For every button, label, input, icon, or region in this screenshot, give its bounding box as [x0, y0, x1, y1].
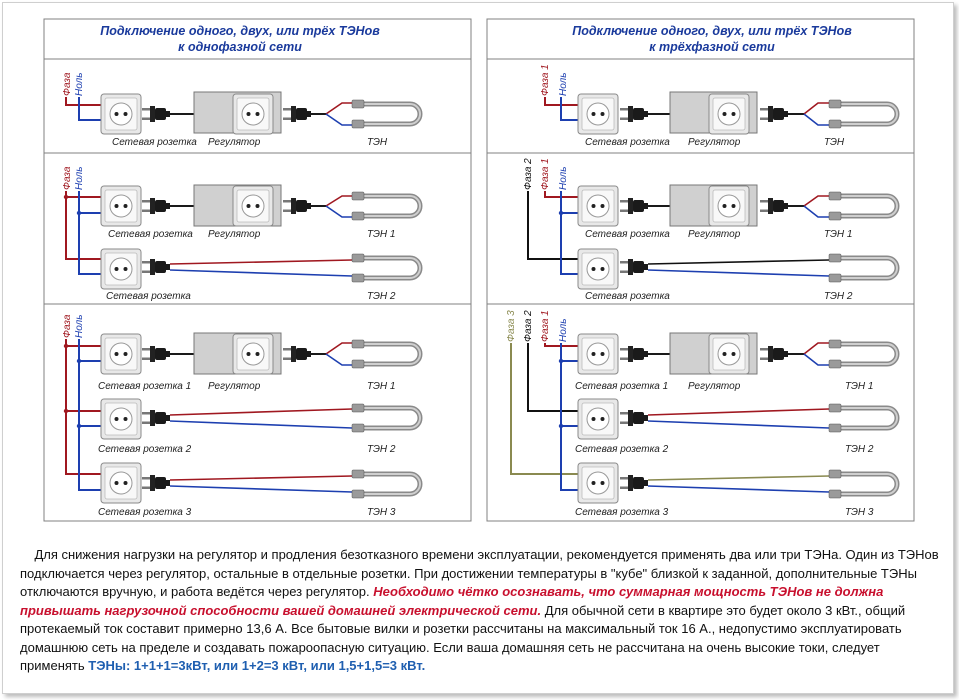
label-socket: Сетевая розетка: [585, 229, 670, 240]
label-socket-2: Сетевая розетка 2: [98, 444, 192, 455]
label-phase-2: Фаза 2: [523, 310, 534, 342]
label-heater-2: ТЭН 2: [824, 291, 853, 302]
label-regulator: Регулятор: [688, 229, 741, 240]
warning-text: Необходимо чётко осознавать, что суммарн…: [20, 584, 884, 618]
right-row3: Фаза 3 Фаза 2 Фаза 1 Ноль Сетевая розетк…: [506, 310, 897, 518]
label-socket-1: Сетевая розетка 1: [98, 381, 191, 392]
wiring-diagrams: Подключение одного, двух, или трёх ТЭНов…: [43, 18, 915, 522]
heater-options-text: ТЭНы: 1+1+1=3кВт, или 1+2=3 кВт, или 1,5…: [88, 658, 426, 673]
label-phase-2: Фаза 2: [523, 158, 534, 190]
label-regulator: Регулятор: [208, 137, 261, 148]
label-socket: Сетевая розетка: [108, 229, 193, 240]
label-socket: Сетевая розетка: [106, 291, 191, 302]
label-phase: Фаза: [62, 314, 73, 338]
label-regulator: Регулятор: [688, 381, 741, 392]
label-socket-1: Сетевая розетка 1: [575, 381, 668, 392]
label-phase-1: Фаза 1: [540, 158, 551, 190]
right-title-line2: к трёхфазной сети: [649, 40, 775, 54]
label-neutral: Ноль: [558, 73, 569, 96]
label-heater-2: ТЭН 2: [367, 444, 396, 455]
left-panel: Подключение одного, двух, или трёх ТЭНов…: [43, 18, 472, 522]
description-p2: Для обычной сети в квартире это будет ок…: [20, 602, 906, 674]
label-phase-3: Фаза 3: [506, 310, 517, 342]
label-heater-3: ТЭН 3: [367, 507, 396, 518]
description-p1: Для снижения нагрузки на регулятор и про…: [20, 547, 939, 599]
label-regulator: Регулятор: [688, 137, 741, 148]
label-phase-1: Фаза 1: [540, 310, 551, 342]
label-heater-2: ТЭН 2: [845, 444, 874, 455]
description-text: Для снижения нагрузки на регулятор и про…: [20, 546, 945, 676]
label-socket: Сетевая розетка: [585, 137, 670, 148]
label-neutral: Ноль: [74, 315, 85, 338]
label-neutral: Ноль: [74, 167, 85, 190]
label-regulator: Регулятор: [208, 381, 261, 392]
label-regulator: Регулятор: [208, 229, 261, 240]
left-row1: Фаза Ноль Сетевая розетка Регулятор ТЭН: [62, 72, 420, 148]
label-socket: Сетевая розетка: [112, 137, 197, 148]
label-phase: Фаза: [62, 166, 73, 190]
label-neutral: Ноль: [558, 319, 569, 342]
label-socket-3: Сетевая розетка 3: [575, 507, 669, 518]
label-heater-1: ТЭН 1: [824, 229, 853, 240]
right-panel: Подключение одного, двух, или трёх ТЭНов…: [486, 18, 915, 522]
label-phase: Фаза: [62, 72, 73, 96]
label-phase-1: Фаза 1: [540, 64, 551, 96]
right-row2: Фаза 2 Фаза 1 Ноль Сетевая розетка Регул…: [523, 158, 897, 302]
label-heater-1: ТЭН 1: [845, 381, 874, 392]
right-title-line1: Подключение одного, двух, или трёх ТЭНов: [572, 24, 852, 38]
left-row3: Фаза Ноль Сетевая розетка 1 Регулятор: [62, 314, 420, 518]
label-heater-1: ТЭН 1: [367, 381, 396, 392]
right-row1: Фаза 1 Ноль Сетевая розетка Регулятор ТЭ…: [540, 64, 897, 148]
label-heater-3: ТЭН 3: [845, 507, 874, 518]
label-heater: ТЭН: [367, 137, 388, 148]
label-heater-2: ТЭН 2: [367, 291, 396, 302]
label-heater-1: ТЭН 1: [367, 229, 396, 240]
left-title-line1: Подключение одного, двух, или трёх ТЭНов: [100, 24, 380, 38]
label-heater: ТЭН: [824, 137, 845, 148]
label-socket-2: Сетевая розетка 2: [575, 444, 669, 455]
label-neutral: Ноль: [558, 167, 569, 190]
label-neutral: Ноль: [74, 73, 85, 96]
left-row2: Фаза Ноль Сетевая розетка Регулятор ТЭН …: [62, 166, 420, 302]
label-socket-3: Сетевая розетка 3: [98, 507, 192, 518]
left-title-line2: к однофазной сети: [178, 40, 302, 54]
label-socket: Сетевая розетка: [585, 291, 670, 302]
